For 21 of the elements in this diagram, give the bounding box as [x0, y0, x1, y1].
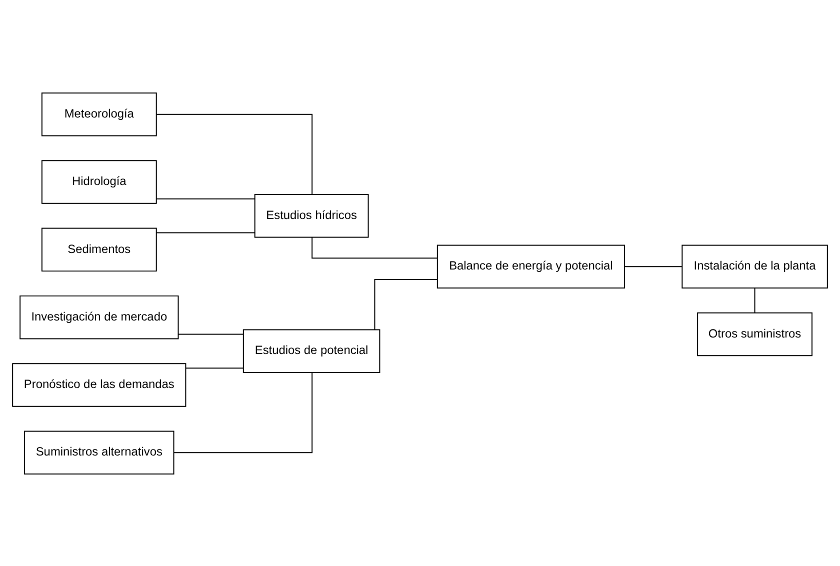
connector: [156, 198, 256, 199]
connector: [178, 333, 244, 334]
node-box: Sedimentos: [41, 227, 157, 272]
connector: [185, 367, 244, 368]
connector: [156, 113, 313, 194]
connector: [312, 236, 438, 258]
node-box: Balance de energía y potencial: [436, 244, 625, 288]
node-box: Investigación de mercado: [20, 294, 179, 339]
connector: [156, 232, 256, 233]
node-box: Meteorología: [41, 92, 157, 136]
connector: [624, 266, 682, 267]
connector: [173, 372, 313, 453]
node-box: Hidrología: [41, 160, 157, 204]
node-box: Estudios de potencial: [242, 328, 380, 373]
connector: [374, 278, 438, 330]
node-box: Estudios hídricos: [254, 193, 369, 238]
node-box: Instalación de la planta: [682, 244, 828, 288]
node-box: Suministros alternativos: [24, 430, 174, 474]
node-box: Pronóstico de las demandas: [12, 362, 186, 406]
node-box: Otros suministros: [697, 312, 812, 356]
connector: [754, 287, 756, 313]
